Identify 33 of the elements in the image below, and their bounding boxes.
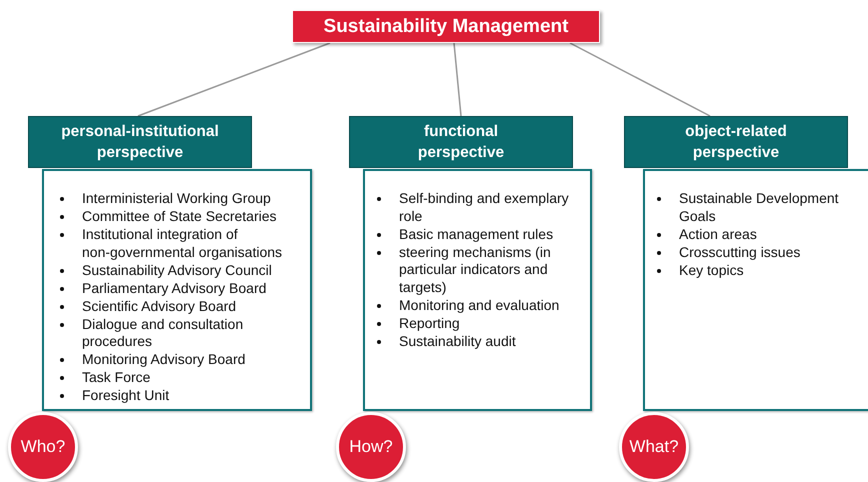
connector-line: [570, 42, 710, 117]
question-badge: What?: [619, 412, 689, 482]
question-badge: Who?: [8, 412, 78, 482]
list-item: Dialogue and consultation procedures: [58, 316, 300, 350]
list-item: Monitoring Advisory Board: [58, 351, 300, 368]
title-banner: Sustainability Management: [292, 10, 600, 43]
section-header: personal-institutional perspective: [28, 116, 252, 168]
list-item: Committee of State Secretaries: [58, 208, 300, 226]
list-item: steering mechanisms (in particular indicators and targets): [375, 244, 577, 296]
list-item: Foresight Unit: [58, 387, 300, 404]
list-item: Sustainable Development Goals: [655, 190, 861, 225]
list-item: Task Force: [58, 369, 300, 386]
list-item: Institutional integration of non-governmental organisations: [58, 226, 300, 261]
list-item: Action areas: [655, 226, 861, 243]
question-badge: How?: [336, 412, 406, 482]
list-item: Self-binding and exemplary role: [375, 190, 577, 225]
list-item: Interministerial Working Group: [58, 190, 300, 208]
list-panel: [643, 169, 868, 411]
list-panel: [42, 169, 312, 411]
section-header: functional perspective: [349, 116, 573, 168]
section-header: object-related perspective: [624, 116, 848, 168]
list-item: Sustainability Advisory Council: [58, 262, 300, 279]
connector-line: [453, 42, 462, 116]
connector-line: [138, 42, 330, 117]
list-item: Scientific Advisory Board: [58, 298, 300, 315]
list-item: Key topics: [655, 262, 861, 279]
list-item: Sustainability audit: [375, 332, 577, 350]
list-item: Basic management rules: [375, 226, 577, 243]
list-item: Monitoring and evaluation: [375, 296, 577, 314]
list-panel: [363, 169, 592, 411]
list-item: Crosscutting issues: [655, 244, 861, 261]
list-item: Reporting: [375, 314, 577, 332]
list-item: Parliamentary Advisory Board: [58, 280, 300, 297]
